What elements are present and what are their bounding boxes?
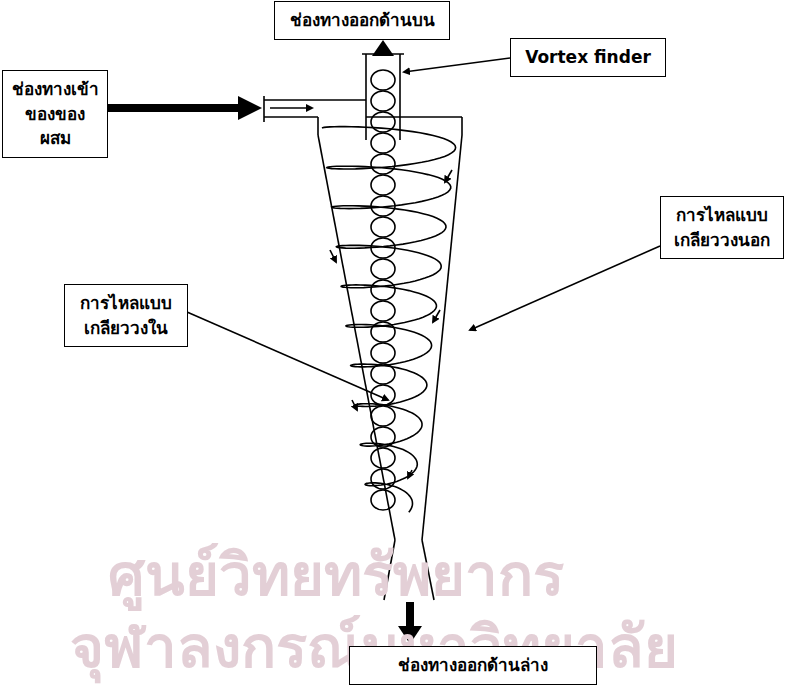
inner-spiral-loop (371, 238, 395, 258)
box-text: ช่องทางเข้า ของของผสม (11, 77, 99, 151)
inner-spiral-loop (371, 91, 395, 111)
flow-arrow (445, 170, 452, 182)
inner-spiral-loop (371, 448, 395, 468)
inner-spiral-loop (371, 301, 395, 321)
inner-spiral-loop (371, 427, 395, 447)
flow-arrow (352, 400, 357, 410)
inner-spiral-loop (371, 364, 395, 384)
flow-arrow (433, 310, 440, 322)
inner-spiral-loop (371, 322, 395, 342)
inner-spiral-loop (371, 343, 395, 363)
inner-spiral-loop (371, 70, 395, 90)
inner-spiral-loop (371, 217, 395, 237)
inner-spiral-loop (371, 469, 395, 489)
box-text: ช่องทางออกด้านบน (283, 8, 441, 33)
label-box: การไหลแบบ เกลียววงนอก (660, 196, 784, 259)
inner-spiral-loop (371, 154, 395, 174)
flow-arrow (330, 250, 336, 262)
watermark-text: ศูนย์วิทยทรัพยากร (108, 528, 564, 621)
outer-spiral (322, 127, 456, 513)
label-box: การไหลแบบ เกลียววงใน (64, 284, 188, 347)
label-box: Vortex finder (510, 38, 666, 77)
box-text: การไหลแบบ เกลียววงนอก (669, 203, 775, 252)
label-box: ช่องทางออกด้านบน (274, 1, 450, 40)
flow-arrow (408, 470, 412, 478)
inner-spiral-loop (371, 280, 395, 300)
box-text: ช่องทางออกด้านล่าง (358, 653, 588, 678)
inner-spiral-loop (371, 112, 395, 132)
inner-spiral-loop (371, 175, 395, 195)
inner-spiral-loop (371, 385, 395, 405)
inner-spiral-loop (371, 196, 395, 216)
inner-spiral-loop (371, 406, 395, 426)
inner-spiral-loop (371, 490, 395, 510)
label-box: ช่องทางเข้า ของของผสม (2, 70, 108, 158)
box-text: การไหลแบบ เกลียววงใน (73, 291, 179, 340)
label-box: ช่องทางออกด้านล่าง (349, 646, 597, 685)
box-text: Vortex finder (519, 45, 657, 70)
inner-spiral-loop (371, 133, 395, 153)
inner-spiral-loop (371, 259, 395, 279)
